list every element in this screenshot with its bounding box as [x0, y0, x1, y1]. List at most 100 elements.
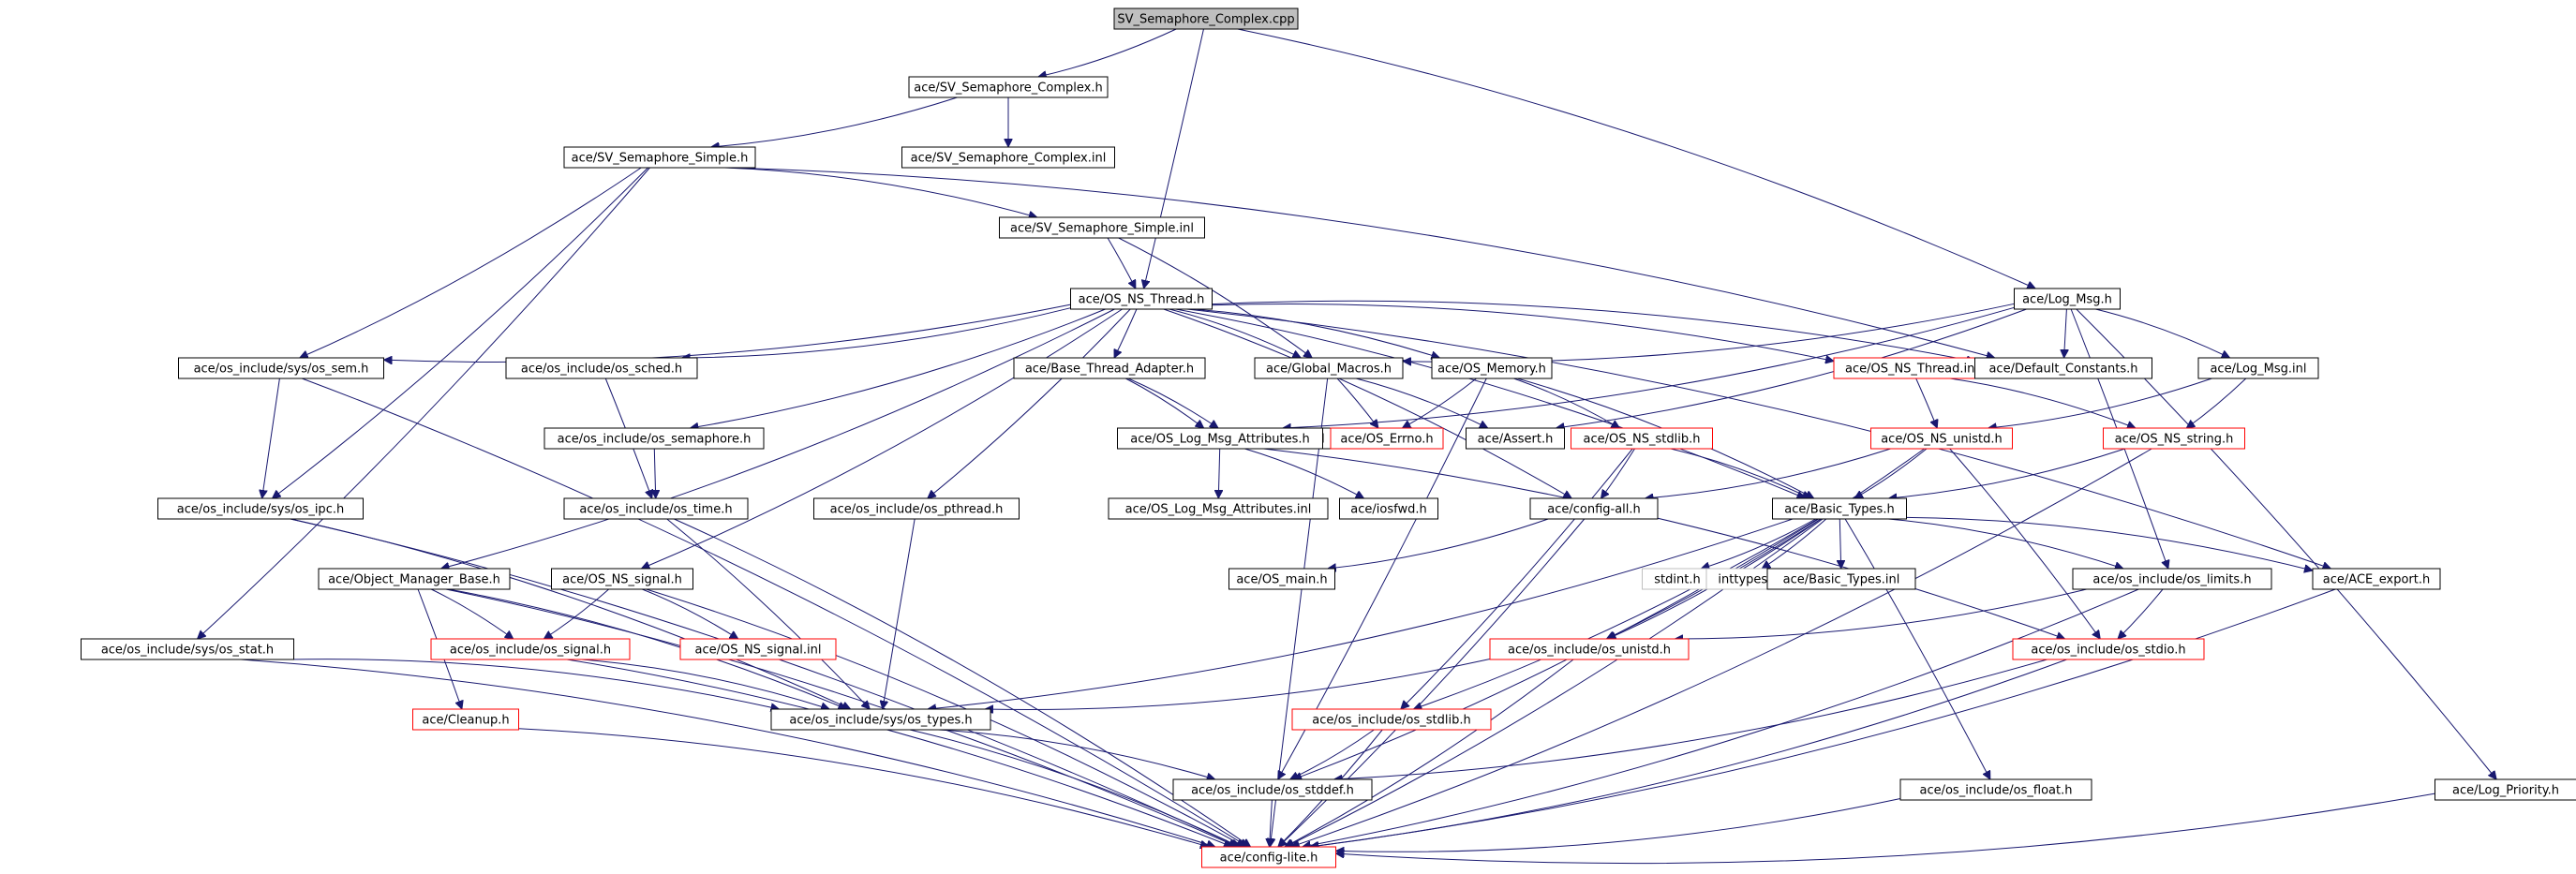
- node-label-thread_inl: ace/OS_NS_Thread.inl: [1845, 363, 1978, 377]
- node-stdlibns_h[interactable]: ace/OS_NS_stdlib.h: [1571, 427, 1713, 450]
- node-limits_h[interactable]: ace/os_include/os_limits.h: [2072, 568, 2272, 590]
- edge-thread_h-to-signalns_h: [641, 308, 1123, 569]
- edge-configall_h-to-osmain_h: [1328, 518, 1549, 569]
- node-stdlib_h[interactable]: ace/os_include/os_stdlib.h: [1291, 708, 1492, 731]
- node-svs_inl[interactable]: ace/SV_Semaphore_Simple.inl: [999, 216, 1205, 239]
- node-time_h[interactable]: ace/os_include/os_time.h: [563, 497, 749, 520]
- node-olma_inl[interactable]: ace/OS_Log_Msg_Attributes.inl: [1108, 497, 1329, 520]
- node-mem_h[interactable]: ace/OS_Memory.h: [1431, 357, 1553, 379]
- node-errno_h[interactable]: ace/OS_Errno.h: [1330, 427, 1444, 450]
- node-stringns_h[interactable]: ace/OS_NS_string.h: [2103, 427, 2245, 450]
- node-signal_h[interactable]: ace/os_include/os_signal.h: [430, 638, 631, 660]
- node-label-mem_h: ace/OS_Memory.h: [1437, 363, 1546, 377]
- edge-stdlib_h-to-stddef_h: [1290, 729, 1375, 779]
- node-label-bt_h: ace/Basic_Types.h: [1784, 503, 1894, 517]
- edge-thread_h-to-bta_h: [1114, 308, 1138, 358]
- edge-svs_h-to-svs_inl: [724, 167, 1037, 217]
- node-iosfwd_h[interactable]: ace/iosfwd.h: [1339, 497, 1438, 520]
- node-label-svs_inl: ace/SV_Semaphore_Simple.inl: [1010, 222, 1194, 236]
- edge-stdio_h-to-stddef_h: [1333, 659, 2047, 779]
- edge-bt_h-to-export_h: [1906, 516, 2314, 570]
- node-box-bta_h: [1013, 357, 1206, 379]
- node-configlite_h[interactable]: ace/config-lite.h: [1201, 846, 1336, 868]
- node-box-stat_h: [81, 638, 294, 660]
- node-types_h[interactable]: ace/os_include/sys/os_types.h: [770, 708, 991, 731]
- edge-svs_h-to-dc_h: [728, 167, 1995, 358]
- node-bt_inl[interactable]: ace/Basic_Types.inl: [1766, 568, 1916, 590]
- edge-limits_h-to-stdio_h: [2118, 588, 2164, 639]
- edge-thread_h-to-sem_h: [384, 304, 1071, 362]
- node-thread_inl[interactable]: ace/OS_NS_Thread.inl: [1833, 357, 1990, 379]
- edge-svs_inl-to-gm_h: [1118, 237, 1313, 358]
- node-box-svs_inl: [999, 216, 1205, 239]
- edge-signalns_h-to-configlite_h: [646, 588, 1245, 847]
- node-label-pthread_h: ace/os_include/os_pthread.h: [830, 503, 1004, 517]
- node-box-assert_h: [1466, 427, 1565, 450]
- node-box-errno_h: [1330, 427, 1444, 450]
- node-ipc_h[interactable]: ace/os_include/sys/os_ipc.h: [157, 497, 364, 520]
- node-bta_h[interactable]: ace/Base_Thread_Adapter.h: [1013, 357, 1206, 379]
- node-signalns_h[interactable]: ace/OS_NS_signal.h: [551, 568, 693, 590]
- node-semaphore_h[interactable]: ace/os_include/os_semaphore.h: [543, 427, 765, 450]
- node-gm_h[interactable]: ace/Global_Macros.h: [1254, 357, 1404, 379]
- node-box-limits_h: [2072, 568, 2272, 590]
- node-stddef_h[interactable]: ace/os_include/os_stddef.h: [1172, 778, 1373, 801]
- node-box-logprio_h: [2435, 778, 2576, 801]
- node-logmsg_h[interactable]: ace/Log_Msg.h: [2014, 288, 2121, 310]
- node-sem_h[interactable]: ace/os_include/sys/os_sem.h: [178, 357, 384, 379]
- edge-stddef_h-to-configlite_h: [1270, 799, 1273, 847]
- node-sched_h[interactable]: ace/os_include/os_sched.h: [505, 357, 698, 379]
- node-label-signalns_inl: ace/OS_NS_signal.inl: [694, 644, 821, 658]
- node-unistdns_h[interactable]: ace/OS_NS_unistd.h: [1870, 427, 2013, 450]
- edge-thread_h-to-gm_h: [1169, 308, 1302, 358]
- node-box-osmain_h: [1228, 568, 1335, 590]
- node-svc_inl[interactable]: ace/SV_Semaphore_Complex.inl: [901, 146, 1115, 169]
- node-label-stdlib_h: ace/os_include/os_stdlib.h: [1312, 714, 1470, 728]
- node-export_h[interactable]: ace/ACE_export.h: [2312, 568, 2441, 590]
- node-unistd_h[interactable]: ace/os_include/os_unistd.h: [1489, 638, 1690, 660]
- node-thread_h[interactable]: ace/OS_NS_Thread.h: [1070, 288, 1213, 310]
- edge-olma_h-to-iosfwd_h: [1244, 448, 1363, 498]
- edge-logmsg_h-to-assert_h: [1556, 308, 2027, 428]
- node-dc_h[interactable]: ace/Default_Constants.h: [1974, 357, 2152, 379]
- edge-olma_h-to-olma_inl: [1218, 448, 1219, 498]
- edge-unistdns_h-to-stdio_h: [1949, 448, 2101, 639]
- edge-stringns_h-to-configlite_h: [1291, 448, 2152, 847]
- node-assert_h[interactable]: ace/Assert.h: [1466, 427, 1565, 450]
- node-olma_h[interactable]: ace/OS_Log_Msg_Attributes.h: [1117, 427, 1323, 450]
- edge-svs_h-to-stat_h: [198, 167, 650, 639]
- node-box-unistd_h: [1489, 638, 1690, 660]
- node-stat_h[interactable]: ace/os_include/sys/os_stat.h: [81, 638, 294, 660]
- node-logmsg_inl[interactable]: ace/Log_Msg.inl: [2197, 357, 2319, 379]
- node-float_h[interactable]: ace/os_include/os_float.h: [1899, 778, 2092, 801]
- edge-thread_h-to-thread_inl: [1212, 304, 1835, 362]
- node-pthread_h[interactable]: ace/os_include/os_pthread.h: [813, 497, 1020, 520]
- node-root[interactable]: SV_Semaphore_Complex.cpp: [1113, 7, 1299, 30]
- edge-logprio_h-to-configlite_h: [1336, 793, 2435, 865]
- node-signalns_inl[interactable]: ace/OS_NS_signal.inl: [679, 638, 837, 660]
- node-svc_h[interactable]: ace/SV_Semaphore_Complex.h: [908, 76, 1109, 98]
- node-svs_h[interactable]: ace/SV_Semaphore_Simple.h: [563, 146, 756, 169]
- node-configall_h[interactable]: ace/config-all.h: [1529, 497, 1659, 520]
- node-logprio_h[interactable]: ace/Log_Priority.h: [2435, 778, 2576, 801]
- node-omb_h[interactable]: ace/Object_Manager_Base.h: [318, 568, 511, 590]
- node-osmain_h[interactable]: ace/OS_main.h: [1228, 568, 1335, 590]
- node-label-olma_h: ace/OS_Log_Msg_Attributes.h: [1130, 433, 1309, 447]
- node-label-unistdns_h: ace/OS_NS_unistd.h: [1881, 433, 2003, 447]
- node-box-float_h: [1899, 778, 2092, 801]
- edge-bt_h-to-types_h: [928, 518, 1794, 709]
- edge-thread_inl-to-unistdns_h: [1915, 378, 1938, 428]
- node-bt_h[interactable]: ace/Basic_Types.h: [1772, 497, 1907, 520]
- node-box-signalns_inl: [679, 638, 837, 660]
- node-label-signalns_h: ace/OS_NS_signal.h: [562, 573, 682, 587]
- edge-ipc_h-to-types_h: [290, 518, 850, 709]
- node-cleanup_h[interactable]: ace/Cleanup.h: [412, 708, 519, 731]
- node-label-stdint_h: stdint.h: [1654, 573, 1700, 587]
- node-box-stdio_h: [2012, 638, 2205, 660]
- node-stdint_h: stdint.h: [1642, 568, 1713, 590]
- node-stdio_h[interactable]: ace/os_include/os_stdio.h: [2012, 638, 2205, 660]
- edge-mem_h-to-errno_h: [1402, 378, 1477, 428]
- node-box-dc_h: [1974, 357, 2152, 379]
- node-label-time_h: ace/os_include/os_time.h: [579, 503, 732, 517]
- node-label-cleanup_h: ace/Cleanup.h: [422, 714, 509, 728]
